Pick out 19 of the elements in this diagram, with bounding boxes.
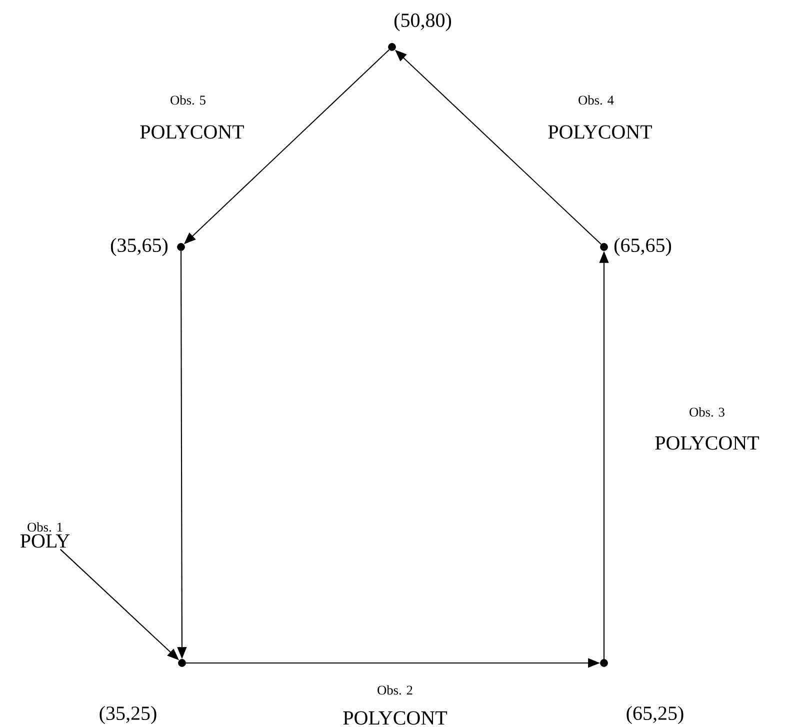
point-dot (388, 43, 396, 51)
text-label: POLYCONT (140, 125, 244, 139)
text-label: Obs. 4 (578, 95, 614, 105)
text-label: Obs. 3 (690, 407, 724, 417)
text-label: POLYCONT (655, 436, 759, 450)
text-label: POLYCONT (343, 711, 447, 725)
text-label: POLYCONT (548, 125, 652, 139)
coordinate-label: (65,65) (614, 238, 672, 256)
coordinate-label: (65,25) (626, 706, 684, 724)
point-dot (178, 659, 186, 667)
point-dot (600, 243, 608, 251)
text-label: Obs. 5 (170, 95, 206, 105)
coordinate-label: (50,80) (394, 12, 452, 32)
text-label: Obs. 2 (378, 685, 412, 695)
text-label: Obs. 1 POLY (20, 522, 70, 548)
point-dot (600, 659, 608, 667)
point-dot (177, 243, 185, 251)
coordinate-label: (35,65) (110, 238, 168, 256)
coordinate-label: (35,25) (100, 706, 156, 724)
